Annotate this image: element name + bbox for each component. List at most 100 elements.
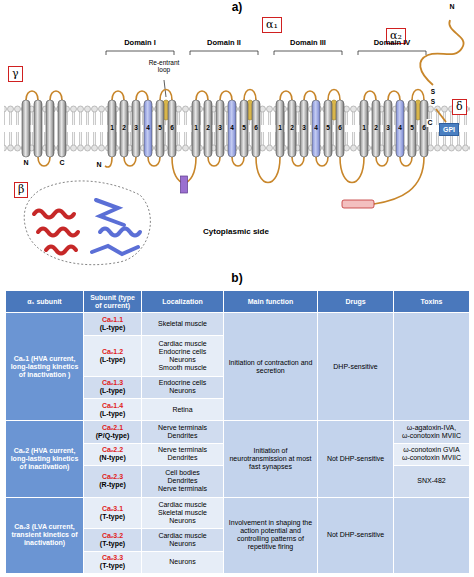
cell-text: (T-type) — [86, 562, 139, 570]
helix — [372, 100, 380, 157]
helix — [228, 100, 236, 157]
cell-text: Nerve terminals — [144, 446, 221, 454]
cell-text: Neurons — [144, 540, 221, 548]
gpi-anchor: GPI — [439, 123, 459, 136]
table-cell: Nerve terminalsDendrites — [142, 443, 224, 465]
segment-number: 2 — [374, 124, 378, 131]
segment-number: 6 — [170, 124, 174, 131]
cell-text: Endocrine cells — [144, 379, 221, 387]
cell-text: Caᵥ2.2 — [86, 446, 139, 454]
table-cell: Localization — [142, 291, 224, 313]
cell-text: Neurons — [144, 356, 221, 364]
helix — [120, 100, 128, 157]
cell-text: Toxins — [396, 298, 467, 306]
cell-text: Cardiac muscle — [144, 532, 221, 540]
cell-text: Caᵥ3.3 — [86, 554, 139, 562]
table-cell: Cell bodiesDendritesNerve terminals — [142, 465, 224, 497]
callout-label: Re-entrant loop — [144, 59, 184, 73]
cell-text: Caᵥ3.2 — [86, 532, 139, 540]
table-cell: Cardiac muscleSkeletal muscleNeurons — [142, 497, 224, 529]
loop — [148, 157, 160, 166]
table-cell: Caᵥ1.4(L-type) — [84, 399, 142, 421]
cell-text: Nerve terminals — [144, 424, 221, 432]
loop — [400, 157, 412, 166]
cell-text: Localization — [144, 298, 221, 306]
helix — [58, 100, 66, 157]
helix — [384, 100, 392, 157]
cell-text: Involvement in shaping the action potent… — [226, 519, 315, 551]
leader-line — [164, 80, 166, 97]
loop — [328, 90, 340, 101]
subunit-box: α₁ — [262, 17, 282, 33]
cell-text: (L-type) — [86, 324, 139, 332]
table-cell: Caᵥ2 (HVA current, long-lasting kinetics… — [6, 421, 84, 497]
cell-text: Skeletal muscle — [144, 320, 221, 328]
cell-text: Drugs — [320, 298, 391, 306]
helix — [420, 100, 428, 157]
helix — [252, 100, 260, 157]
table-row: Caᵥ3 (LVA current, transient kinetics of… — [6, 497, 470, 529]
segment-number: 5 — [242, 124, 246, 131]
disulfide-label: S — [431, 98, 435, 105]
n-terminus — [105, 157, 112, 167]
table-cell: Skeletal muscle — [142, 313, 224, 335]
segment-number: 1 — [362, 124, 366, 131]
cell-text: (P/Q-type) — [86, 432, 139, 440]
loop — [124, 157, 136, 166]
table-cell — [394, 313, 470, 421]
cell-text: Caᵥ3 (LVA current, transient kinetics of… — [8, 523, 81, 547]
table-cell: Cardiac muscleEndocrine cellsNeuronsSmoo… — [142, 335, 224, 376]
table-cell: Caᵥ1 (HVA current, long-lasting kinetics… — [6, 313, 84, 421]
cell-text: ω-conotoxin MVIIC — [396, 454, 467, 462]
subunit-name: δ — [456, 100, 463, 113]
table-cell: SNX-482 — [394, 465, 470, 497]
panel-letter: b) — [231, 272, 242, 285]
cell-text: Main function — [226, 298, 315, 306]
table-cell: Cardiac muscleNeurons — [142, 529, 224, 551]
cell-text: Neurons — [144, 558, 221, 566]
cell-text: Caᵥ1.2 — [86, 348, 139, 356]
helix — [144, 100, 152, 157]
segment-number: 2 — [290, 124, 294, 131]
segment-number: 5 — [158, 124, 162, 131]
loop — [304, 91, 316, 100]
domain-label: Domain II — [207, 39, 241, 47]
cell-text: (T-type) — [86, 513, 139, 521]
loop — [376, 157, 388, 166]
table-row: Caᵥ2 (HVA current, long-lasting kinetics… — [6, 421, 470, 443]
loop — [208, 157, 220, 166]
terminus-label: C — [59, 159, 64, 167]
loop — [38, 157, 50, 166]
region-label: Cytoplasmic side — [203, 228, 269, 237]
table-cell: Neurons — [142, 551, 224, 573]
terminus-label: C — [426, 119, 433, 127]
loop — [196, 91, 208, 100]
cell-text: Not DHP-sensitive — [320, 455, 391, 463]
beta-structure — [24, 181, 150, 265]
cell-text: Neurons — [144, 387, 221, 395]
loop — [112, 91, 124, 100]
loop — [292, 157, 304, 166]
segment-number: 5 — [410, 124, 414, 131]
table-cell: Toxins — [394, 291, 470, 313]
cell-text: Skeletal muscle — [144, 509, 221, 517]
helix — [192, 100, 200, 157]
segment-number: 1 — [110, 124, 114, 131]
cell-text: Dendrites — [144, 432, 221, 440]
cell-text: Cell bodies — [144, 469, 221, 477]
table-cell: Caᵥ1.3(L-type) — [84, 376, 142, 398]
loop — [388, 91, 400, 100]
helix — [360, 100, 368, 157]
segment-number: 2 — [206, 124, 210, 131]
helix — [204, 100, 212, 157]
cell-text: Retina — [144, 406, 221, 414]
table-cell: Initiation of contraction and secretion — [224, 313, 318, 421]
loop — [340, 157, 364, 183]
loop — [316, 157, 328, 166]
table-cell: Initiation of neurotransmission at most … — [224, 421, 318, 497]
segment-number: 4 — [146, 124, 150, 131]
loop — [280, 91, 292, 100]
helix — [324, 100, 332, 157]
cell-text: (L-type) — [86, 387, 139, 395]
